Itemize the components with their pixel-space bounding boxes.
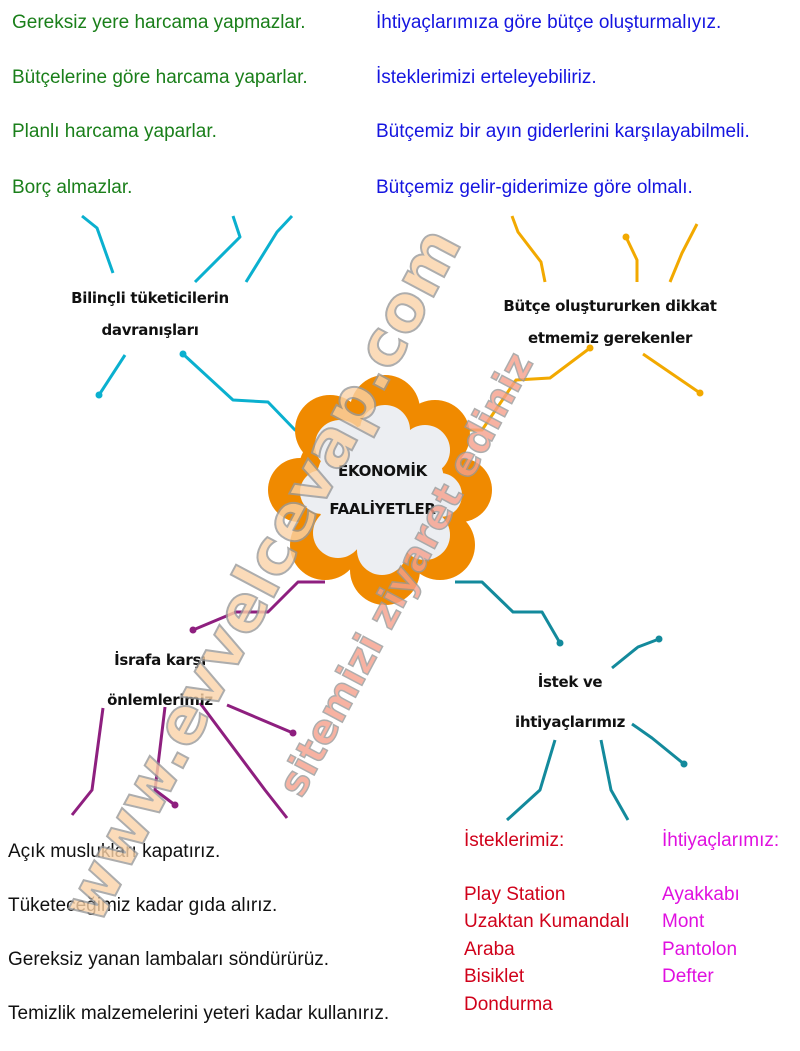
consumers-node: Bilinçli tüketicilerin davranışları [60, 282, 240, 346]
want-item: Dondurma [464, 994, 553, 1015]
waste-node-line2: önlemlerimiz [107, 691, 213, 709]
want-item: Araba [464, 939, 515, 960]
waste-node: İsrafa karşı önlemlerimiz [90, 640, 230, 720]
budget-item: Bütçemiz bir ayın giderlerini karşılayab… [376, 121, 750, 142]
budget-item: İsteklerimizi erteleyebiliriz. [376, 67, 597, 88]
wants-title: İsteklerimiz: [464, 830, 565, 851]
waste-item: Açık muslukları kapatırız. [8, 841, 221, 862]
wants-needs-node-line2: ihtiyaçlarımız [514, 713, 626, 731]
budget-node: Bütçe oluştururken dikkat etmemiz gereke… [490, 290, 730, 354]
consumer-item: Borç almazlar. [12, 177, 133, 198]
needs-title: İhtiyaçlarımız: [662, 830, 780, 851]
center-title: EKONOMİK FAALİYETLER [300, 452, 465, 528]
want-item: Uzaktan Kumandalı [464, 911, 630, 932]
budget-node-line2: etmemiz gerekenler [527, 329, 693, 347]
need-item: Mont [662, 911, 705, 932]
consumers-node-line1: Bilinçli tüketicilerin [71, 289, 229, 307]
need-item: Pantolon [662, 939, 738, 960]
consumer-item: Planlı harcama yaparlar. [12, 121, 217, 142]
budget-node-line1: Bütçe oluştururken dikkat [503, 297, 717, 315]
want-item: Bisiklet [464, 966, 525, 987]
need-item: Defter [662, 966, 714, 987]
consumer-item: Bütçelerine göre harcama yaparlar. [12, 67, 308, 88]
want-item: Play Station [464, 884, 566, 905]
center-cloud [268, 375, 492, 605]
wants-needs-node: İstek ve ihtiyaçlarımız [500, 662, 640, 742]
waste-lines [70, 580, 325, 819]
consumer-item: Gereksiz yere harcama yapmazlar. [12, 12, 306, 33]
budget-lines [465, 215, 704, 432]
waste-item: Temizlik malzemelerini yeteri kadar kull… [8, 1003, 390, 1024]
budget-item: İhtiyaçlarımıza göre bütçe oluşturmalıyı… [376, 12, 722, 33]
center-title-line2: FAALİYETLER [329, 500, 436, 518]
waste-item: Tüketeceğimiz kadar gıda alırız. [8, 895, 278, 916]
consumers-node-line2: davranışları [101, 321, 199, 339]
budget-item: Bütçemiz gelir-giderimize göre olmalı. [376, 177, 693, 198]
wants-needs-lines [455, 580, 688, 822]
waste-node-line1: İsrafa karşı [114, 651, 206, 669]
center-title-line1: EKONOMİK [338, 462, 427, 480]
waste-item: Gereksiz yanan lambaları söndürürüz. [8, 949, 330, 970]
need-item: Ayakkabı [662, 884, 740, 905]
wants-needs-node-line1: İstek ve [537, 673, 603, 691]
